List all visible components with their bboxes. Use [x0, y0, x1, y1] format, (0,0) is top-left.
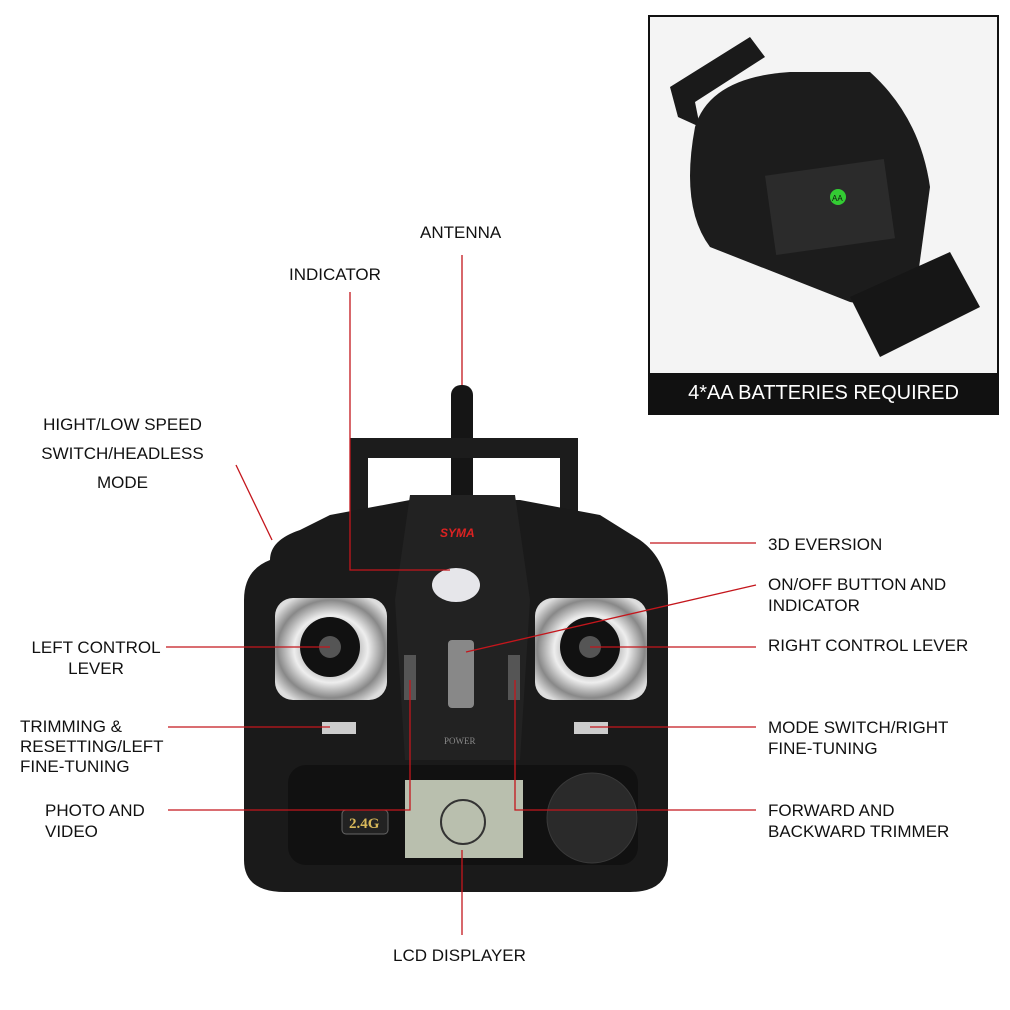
line-onoff	[465, 584, 757, 653]
label-line: LEVER	[68, 659, 124, 678]
battery-sticker	[830, 189, 846, 205]
label-lcd: LCD DISPLAYER	[393, 946, 526, 965]
label-speed-switch: HIGHT/LOW SPEED SWITCH/HEADLESS MODE	[30, 410, 215, 497]
label-trimming: TRIMMING & RESETTING/LEFT FINE-TUNING	[20, 717, 164, 777]
right-stick	[535, 598, 647, 700]
power-switch	[448, 640, 474, 708]
battery-sticker-text: AA	[832, 194, 843, 203]
label-trimmer: FORWARD AND BACKWARD TRIMMER	[768, 800, 949, 842]
battery-inset: AA 4*AA BATTERIES REQUIRED	[648, 15, 999, 415]
left-trim-slider	[404, 655, 416, 700]
callout-lines	[166, 255, 757, 935]
battery-compartment-illustration: AA	[670, 37, 980, 357]
label-line: RESETTING/LEFT	[20, 737, 164, 756]
label-line: INDICATOR	[768, 596, 860, 615]
label-line: MODE	[97, 473, 148, 492]
label-line: FORWARD AND	[768, 801, 895, 820]
label-line: VIDEO	[45, 822, 98, 841]
battery-cover	[850, 252, 980, 357]
label-line: PHOTO AND	[45, 801, 145, 820]
label-indicator: INDICATOR	[289, 265, 381, 284]
label-line: FINE-TUNING	[20, 757, 130, 776]
label-line: BACKWARD TRIMMER	[768, 822, 950, 841]
label-line: HIGHT/LOW SPEED	[43, 415, 202, 434]
brand-logo: SYMA	[440, 526, 475, 540]
badge-2-4g: 2.4G	[349, 816, 380, 832]
left-fine-tune	[322, 722, 356, 734]
label-line: TRIMMING &	[20, 717, 122, 736]
line-speed-switch	[235, 464, 273, 541]
label-3d-eversion: 3D EVERSION	[768, 535, 883, 554]
label-left-lever: LEFT CONTROL LEVER	[20, 637, 172, 679]
lcd-screen	[405, 780, 523, 858]
label-antenna: ANTENNA	[420, 223, 502, 242]
label-line: LEFT CONTROL	[31, 638, 161, 657]
label-line: MODE SWITCH/RIGHT	[768, 718, 949, 737]
battery-bay	[765, 159, 895, 255]
label-line: FINE-TUNING	[768, 739, 878, 758]
inset-handle	[670, 37, 765, 127]
handle	[350, 438, 578, 520]
line-trimmer	[514, 680, 756, 811]
indicator-light	[432, 568, 480, 602]
label-onoff: ON/OFF BUTTON AND INDICATOR	[768, 574, 946, 616]
inset-caption: 4*AA BATTERIES REQUIRED	[650, 373, 997, 413]
label-photo-video: PHOTO AND VIDEO	[45, 800, 145, 842]
left-stick	[275, 598, 387, 700]
label-right-lever: RIGHT CONTROL LEVER	[768, 636, 969, 655]
label-line: ON/OFF BUTTON AND	[768, 575, 947, 594]
dpad	[546, 772, 638, 864]
lcd-crosshair	[440, 799, 486, 845]
right-trim-slider	[508, 655, 520, 700]
label-mode-switch: MODE SWITCH/RIGHT FINE-TUNING	[768, 717, 948, 759]
power-text: POWER	[444, 736, 476, 746]
label-line: SWITCH/HEADLESS	[41, 444, 204, 463]
center-panel	[395, 495, 530, 760]
right-fine-tune	[574, 722, 608, 734]
line-photo	[168, 680, 411, 811]
line-indicator	[349, 292, 450, 571]
